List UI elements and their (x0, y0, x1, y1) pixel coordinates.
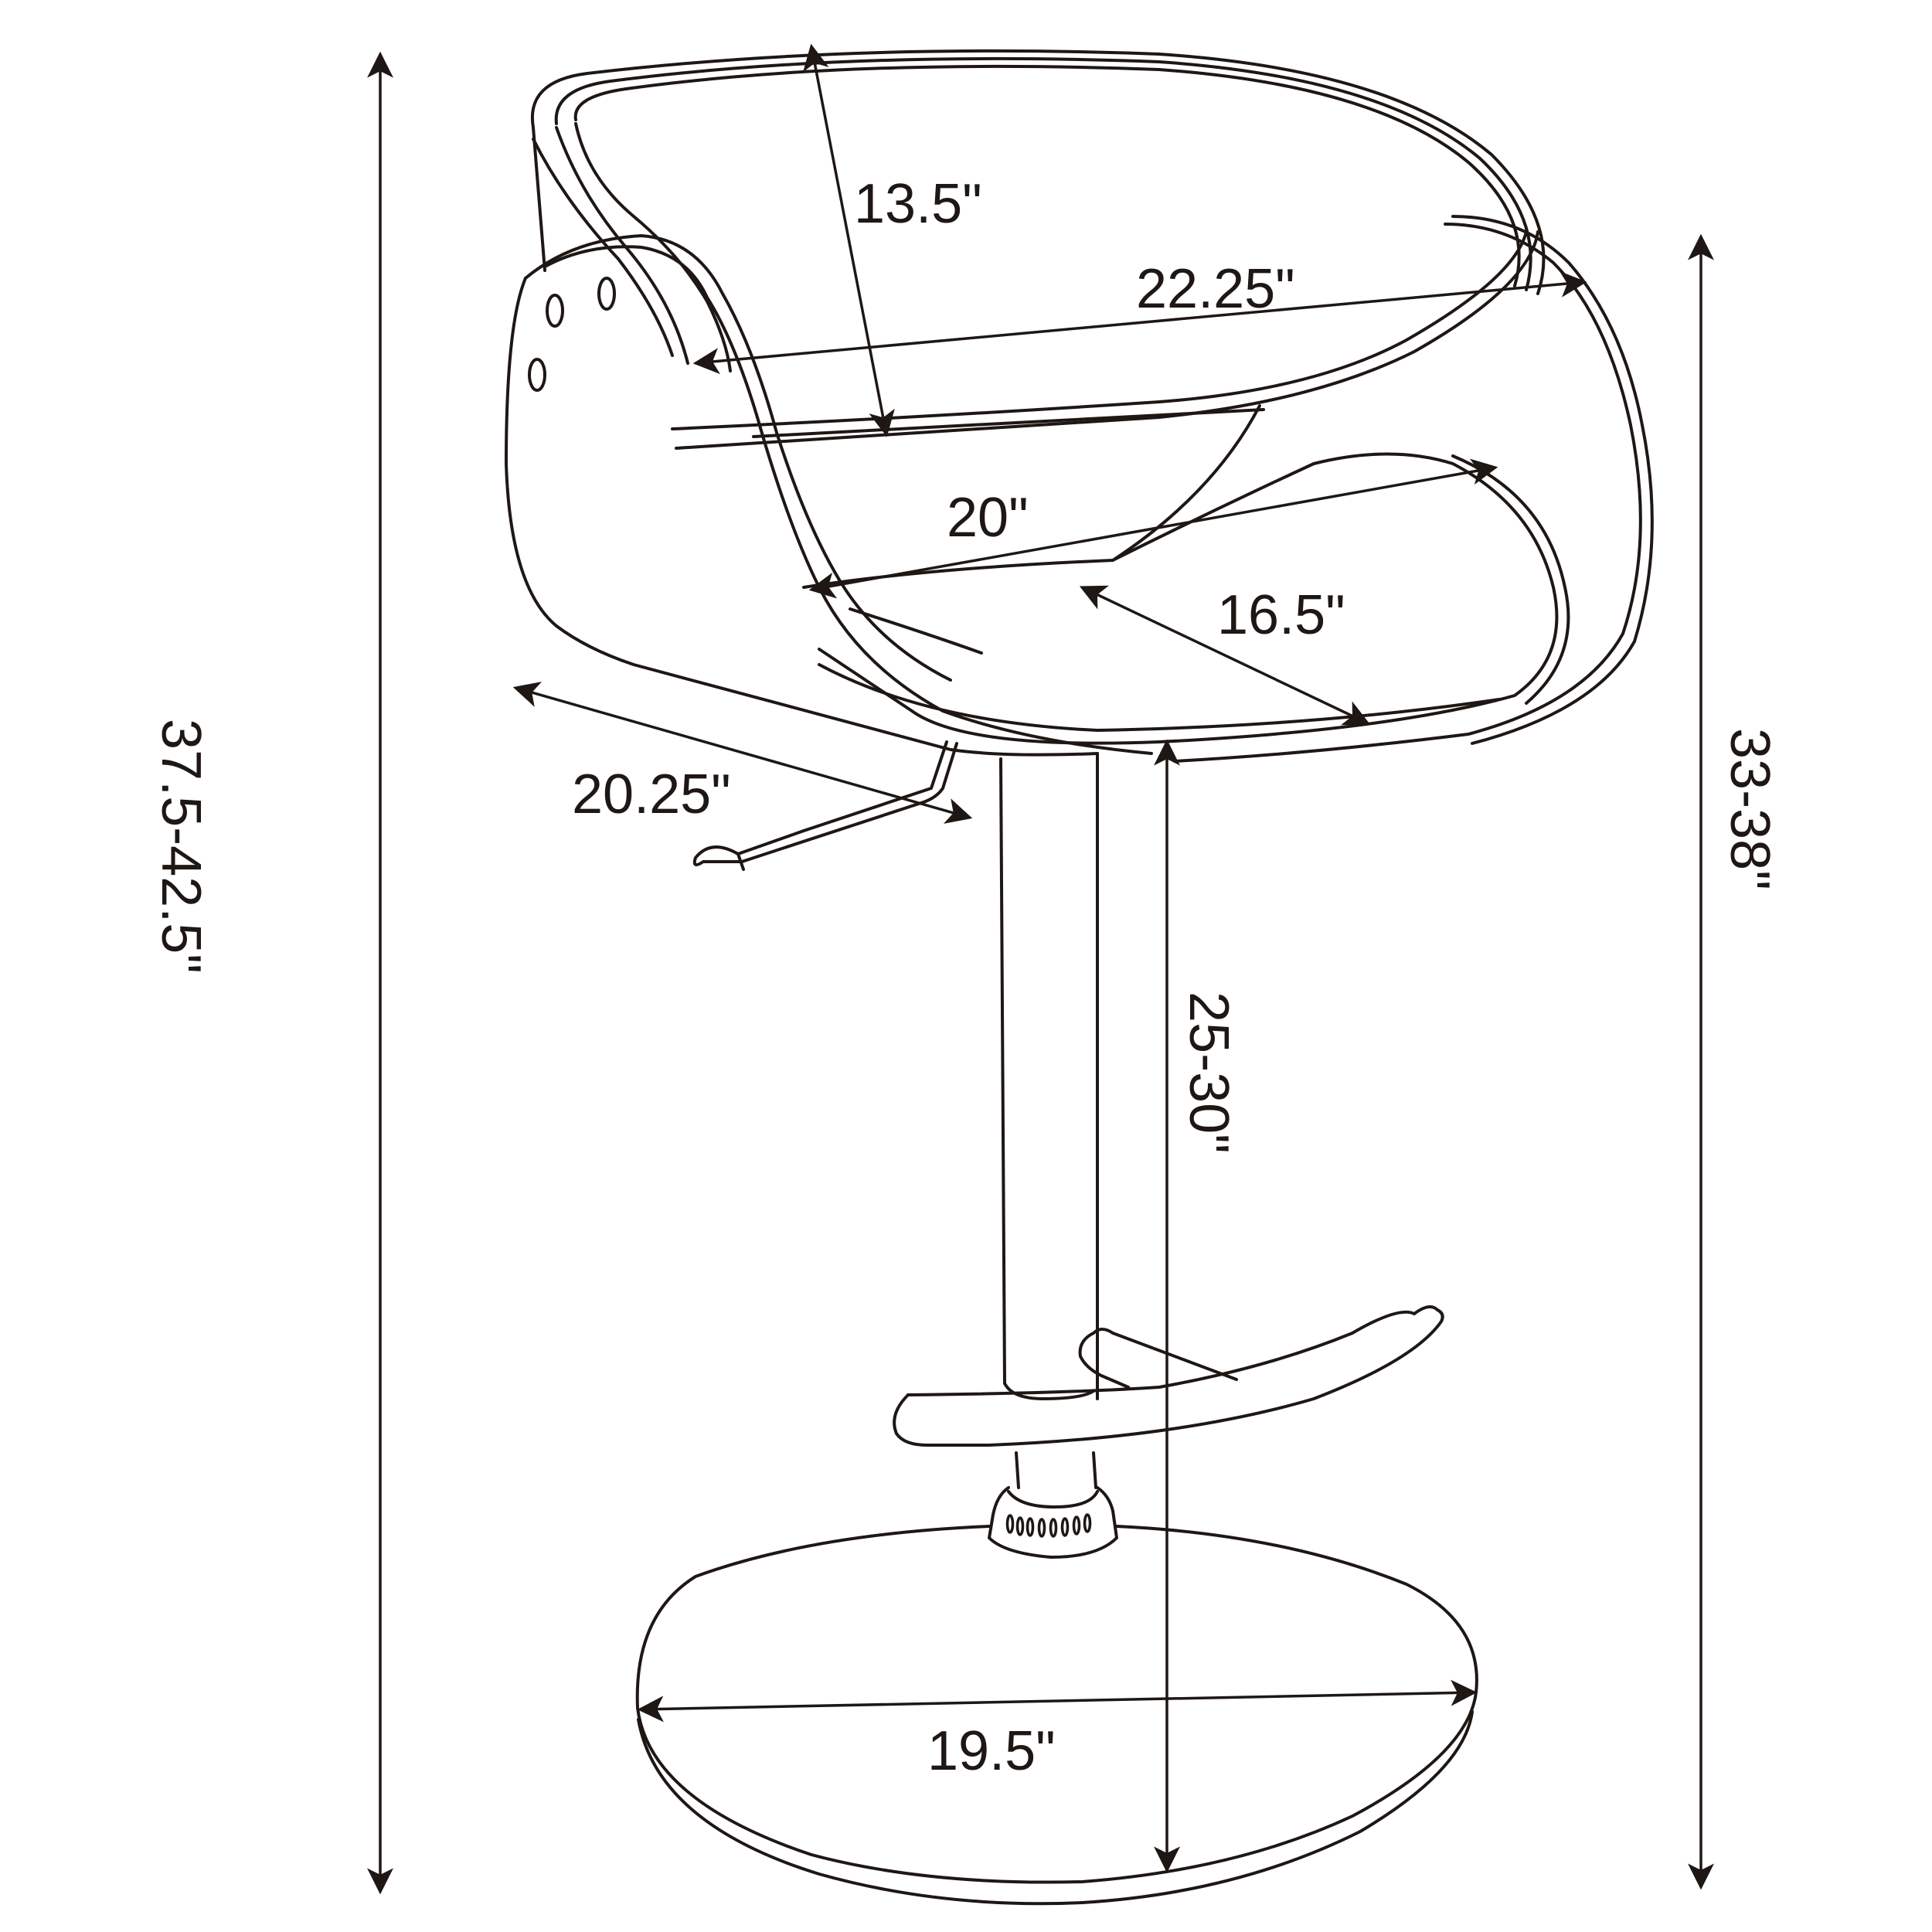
label-seat-top-height: 33-38" (1719, 728, 1781, 890)
dim-line-overall-width (692, 270, 1587, 375)
label-back-height: 13.5" (854, 173, 982, 235)
column (999, 752, 1099, 1489)
collar-slots (1005, 1513, 1092, 1538)
arm-screw-hole-2 (597, 277, 616, 311)
dim-line-back-height (803, 43, 895, 437)
dimension-labels: 13.5" 22.25" 20" 16.5" 20.25" 19.5" 37.5… (150, 173, 1781, 1782)
label-seat-width: 20" (947, 487, 1029, 549)
base-disc (635, 1525, 1478, 1906)
stool-drawing (505, 49, 1654, 1906)
lift-lever (692, 740, 958, 871)
arm-screw-hole-3 (528, 358, 546, 392)
label-base-diameter: 19.5" (927, 1720, 1056, 1782)
left-arm-panel (505, 234, 1153, 757)
dim-line-overall-depth (512, 682, 973, 824)
label-seat-depth: 16.5" (1217, 584, 1345, 646)
dim-line-seat-depth (1079, 585, 1371, 726)
footrest (893, 1305, 1444, 1447)
dim-line-seat-width (808, 458, 1498, 599)
arm-screw-hole-1 (546, 294, 564, 328)
label-seat-height: 25-30" (1178, 992, 1240, 1154)
label-overall-width: 22.25" (1136, 258, 1295, 320)
label-overall-height: 37.5-42.5" (150, 719, 212, 974)
dim-line-base-diameter (637, 1679, 1478, 1723)
label-overall-depth: 20.25" (572, 764, 731, 825)
base-collar (988, 1486, 1118, 1559)
dimension-lines (367, 43, 1714, 1895)
